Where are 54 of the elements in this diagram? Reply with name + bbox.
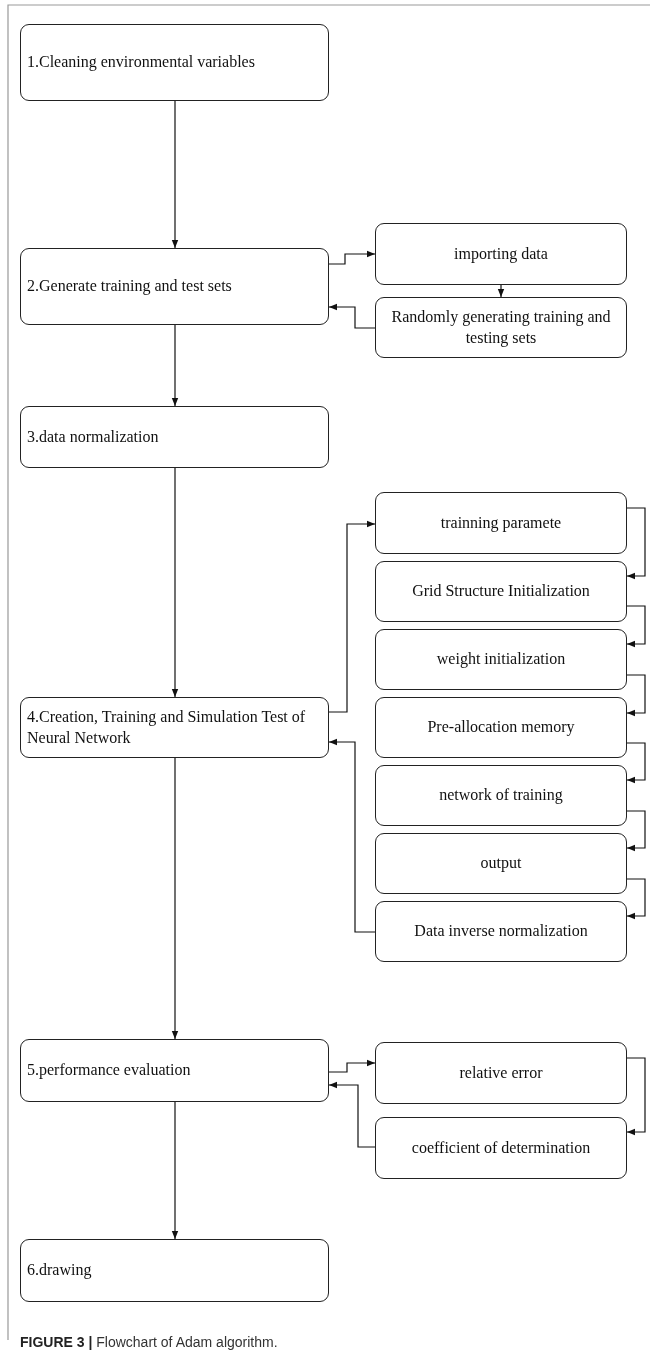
box-text: output	[480, 853, 522, 874]
step-box	[375, 697, 627, 758]
step-box	[375, 223, 627, 285]
box-text: Data inverse normalization	[414, 921, 588, 942]
arrow	[626, 878, 646, 920]
box-text: coefficient of determination	[411, 1137, 591, 1158]
step-box	[375, 492, 627, 554]
arrow	[171, 324, 179, 407]
box-text: 6.drawing	[27, 1260, 92, 1281]
arrow	[328, 1081, 376, 1148]
process-box	[20, 24, 329, 101]
box-text: 1.Cleaning environmental variables	[27, 52, 255, 73]
box-text: 5.performance evaluation	[27, 1060, 191, 1081]
process-box	[20, 406, 329, 468]
box-text: weight initialization	[436, 649, 566, 670]
box-text: 4.Creation, Training and Simulation Test of Neural Network	[27, 706, 307, 748]
process-box	[20, 697, 329, 758]
process-box	[20, 1039, 329, 1102]
arrow	[626, 507, 646, 580]
process-box	[20, 248, 329, 325]
step-box	[375, 1042, 627, 1104]
figure-caption: FIGURE 3 | Flowchart of Adam algorithm.	[20, 1334, 278, 1350]
box-text: Randomly generating training and testing sets	[390, 306, 612, 349]
arrow	[328, 738, 376, 933]
arrow	[328, 1059, 376, 1073]
box-text: network of training	[439, 785, 563, 806]
step-box	[375, 629, 627, 690]
box-text: 3.data normalization	[27, 426, 159, 447]
arrow	[626, 810, 646, 852]
box-text: Grid Structure Initialization	[412, 581, 590, 602]
arrow	[626, 1057, 646, 1136]
arrow	[171, 100, 179, 249]
box-text: 2.Generate training and test sets	[27, 276, 232, 297]
step-box	[375, 297, 627, 358]
step-box	[375, 1117, 627, 1179]
arrow	[626, 605, 646, 648]
arrow	[497, 284, 505, 298]
arrow	[171, 467, 179, 698]
step-box	[375, 833, 627, 894]
arrow	[171, 757, 179, 1040]
arrow	[626, 742, 646, 784]
arrow	[328, 250, 376, 265]
box-text: Pre-allocation memory	[427, 717, 575, 738]
arrow	[171, 1101, 179, 1240]
box-text: trainning paramete	[440, 512, 562, 534]
arrow	[328, 520, 376, 713]
box-text: relative error	[459, 1062, 543, 1083]
step-box	[375, 561, 627, 622]
step-box	[375, 765, 627, 826]
arrow	[328, 303, 376, 329]
arrow	[626, 674, 646, 717]
box-text: importing data	[454, 243, 548, 265]
process-box	[20, 1239, 329, 1302]
step-box	[375, 901, 627, 962]
